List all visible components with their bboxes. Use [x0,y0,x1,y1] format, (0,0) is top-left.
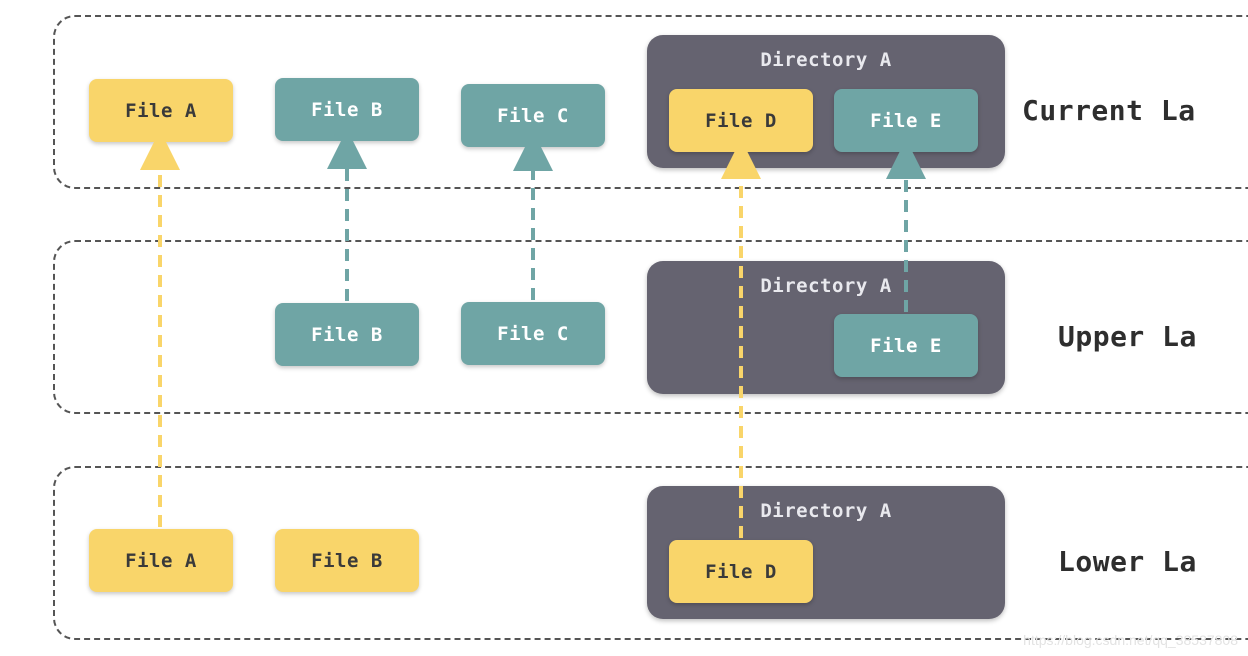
lower-layer-label: Lower La [1058,545,1197,578]
current-layer-band [53,15,1248,189]
lower-file-a: File A [89,529,233,592]
current-directory-title: Directory A [760,49,892,71]
lower-layer-band [53,466,1248,640]
upper-directory-title: Directory A [760,275,892,297]
upper-file-b: File B [275,303,419,366]
watermark: https://blog.csdn.net/qq_38537808 [1023,632,1238,648]
upper-layer-band [53,240,1248,414]
lower-file-d: File D [669,540,813,603]
current-layer-label: Current La [1022,94,1196,127]
upper-layer-label: Upper La [1058,320,1197,353]
lower-directory-title: Directory A [760,500,892,522]
current-file-a: File A [89,79,233,142]
upper-file-c: File C [461,302,605,365]
lower-file-b: File B [275,529,419,592]
upper-file-e: File E [834,314,978,377]
